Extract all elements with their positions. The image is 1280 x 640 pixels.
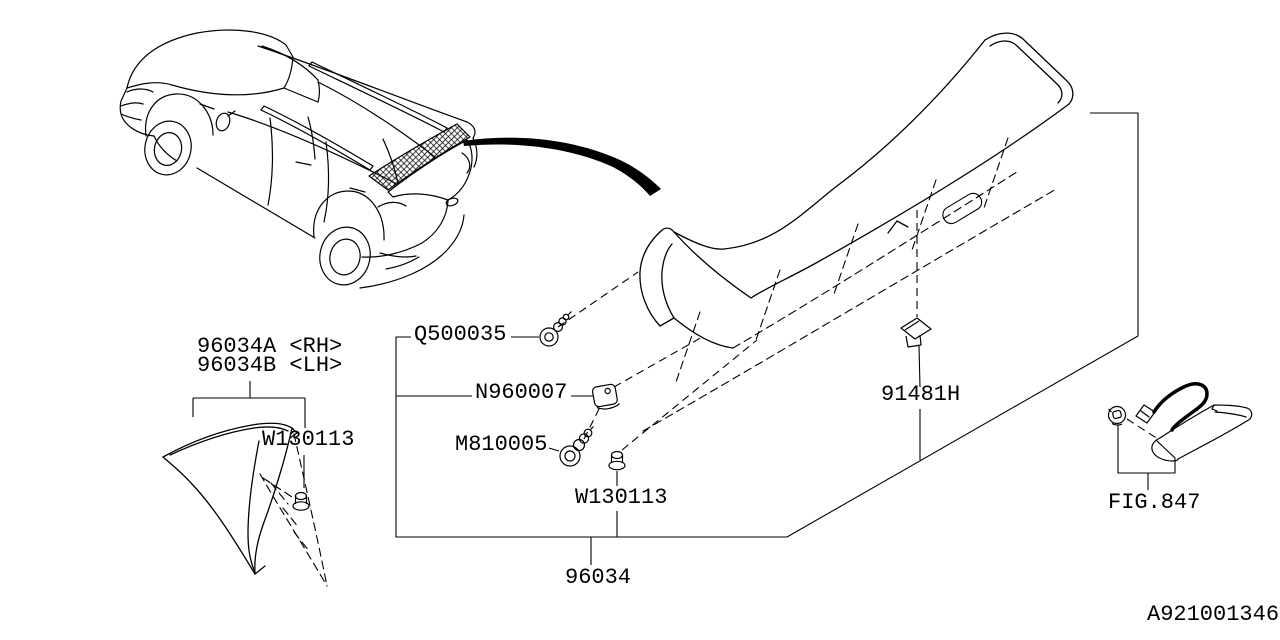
bolt-icon [559, 426, 594, 467]
clip-icon [608, 450, 626, 471]
clip-icon [292, 491, 310, 511]
location-arrow-icon [463, 137, 661, 196]
label-center-clip: W130113 [575, 485, 668, 510]
grommet-icon [1107, 405, 1127, 426]
stop-lamp-drawing [1135, 382, 1253, 462]
label-screw: Q500035 [414, 322, 507, 347]
screw-icon [539, 311, 572, 347]
front-wheel [144, 93, 214, 176]
fastener-leader-lines [557, 210, 1159, 451]
label-spacer-nut: N960007 [475, 380, 568, 405]
label-corner-spoiler-lh: 96034B <LH> [197, 353, 343, 378]
label-figure-reference: FIG.847 [1108, 490, 1201, 515]
label-square-clip: 91481H [881, 382, 961, 407]
label-corner-clip: W130113 [262, 427, 355, 452]
callout-lines [192, 112, 1176, 565]
hidden-edge-lines [642, 137, 1059, 432]
lamp-wire [1152, 382, 1209, 432]
rear-wheel [313, 190, 385, 286]
label-bolt: M810005 [455, 432, 548, 457]
corner-spoiler-drawing [162, 422, 328, 587]
roof-spoiler-drawing [639, 32, 1074, 432]
side-mirror [215, 110, 236, 132]
label-corner-spoiler-rh: 96034A <RH> [197, 334, 343, 359]
wire-connector-icon [1135, 404, 1156, 424]
vehicle-illustration [119, 29, 478, 289]
square-clip-icon [900, 317, 932, 348]
label-drawing-number: A921001346 [1147, 602, 1280, 627]
brand-logo-icon [445, 197, 459, 207]
spoiler-location-hatch [368, 123, 471, 191]
label-roof-spoiler: 96034 [565, 565, 632, 590]
spacer-nut-icon [591, 383, 620, 410]
